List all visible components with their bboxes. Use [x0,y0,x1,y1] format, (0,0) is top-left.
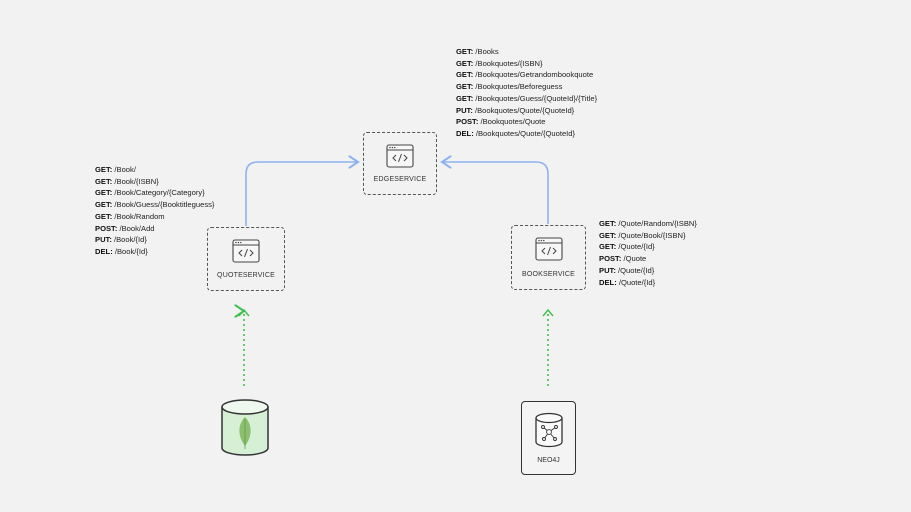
endpoint: DEL: /Bookquotes/Quote/{QuoteId} [456,128,576,138]
code-window-icon [534,237,563,261]
endpoint: PUT: /Book/{Id} [95,235,147,245]
edgeservice-label: EDGESERVICE [373,176,427,183]
endpoint: GET: /Bookquotes/Beforeguess [456,82,563,92]
endpoint: GET: /Quote/Book/{ISBN} [599,230,686,240]
endpoint: GET: /Quote/{Id} [599,242,655,252]
endpoint: GET: /Bookquotes/Getrandombookquote [456,70,594,80]
book-to-edge-link [442,162,549,224]
endpoint: GET: /Book/Guess/{Booktitleguess} [95,200,215,210]
endpoint: DEL: /Quote/{Id} [599,277,656,287]
bookservice-node[interactable]: BOOKSERVICE [511,225,586,290]
code-window-icon [232,239,260,263]
neo4j-arrowhead [542,308,554,317]
endpoint: GET: /Book/ [95,165,136,174]
endpoint: GET: /Book/Random [95,211,165,221]
neo4j-node[interactable]: NEO4J [521,401,576,475]
endpoint: POST: /Book/Add [95,223,155,233]
mongo-arrowhead [238,308,250,317]
endpoint: GET: /Bookquotes/Guess/{QuoteId}/{Title} [456,93,598,103]
endpoint: POST: /Bookquotes/Quote [456,117,546,127]
endpoint: GET: /Book/Category/{Category} [95,188,205,198]
endpoint: DEL: /Book/{Id} [95,246,148,256]
bookservice-label: BOOKSERVICE [521,271,576,278]
neo4j-graph-icon [535,412,563,448]
endpoint: PUT: /Quote/{Id} [599,265,655,275]
endpoint: GET: /Book/{ISBN} [95,176,159,186]
mongodb-leaf-icon [239,417,251,449]
edgeservice-node[interactable]: EDGESERVICE [363,132,437,195]
neo4j-label: NEO4J [537,457,560,464]
edge-endpoint-list: GET: /Books GET: /Bookquotes/{ISBN} GET:… [456,46,597,140]
quote-endpoint-list: GET: /Book/ GET: /Book/{ISBN} GET: /Book… [95,164,214,258]
endpoint: GET: /Quote/Random/{ISBN} [599,219,697,228]
quoteservice-label: QUOTESERVICE [217,272,275,279]
code-window-icon [386,144,414,168]
quoteservice-node[interactable]: QUOTESERVICE [207,227,285,291]
book-endpoint-list: GET: /Quote/Random/{ISBN} GET: /Quote/Bo… [599,218,697,288]
endpoint: POST: /Quote [599,254,647,264]
endpoint: GET: /Books [456,47,499,56]
endpoint: PUT: /Bookquotes/Quote/{QuoteId} [456,105,575,115]
quote-to-edge-link [245,162,358,226]
mongodb-node[interactable] [220,399,270,457]
endpoint: GET: /Bookquotes/{ISBN} [456,58,543,68]
